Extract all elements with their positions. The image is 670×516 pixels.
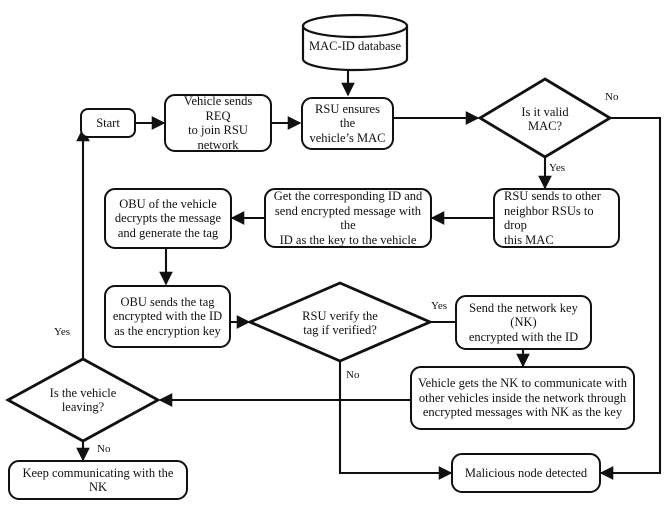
node-get-id[interactable]: Get the corresponding ID and send encryp… bbox=[264, 188, 432, 248]
edge-label-leaving-no: No bbox=[97, 443, 111, 455]
edge-valid-mac-no-to-malicious bbox=[599, 116, 662, 480]
node-keep-communicating-label: Keep communicating with the NK bbox=[22, 465, 174, 495]
node-vehicle-req[interactable]: Vehicle sends REQ to join RSU network bbox=[164, 94, 272, 152]
node-malicious-node[interactable]: Malicious node detected bbox=[451, 453, 601, 493]
node-start[interactable]: Start bbox=[80, 108, 136, 138]
node-vehicle-gets-nk[interactable]: Vehicle gets the NK to communicate with … bbox=[410, 366, 635, 430]
node-send-nk[interactable]: Send the network key (NK) encrypted with… bbox=[455, 295, 592, 350]
decision-vehicle-leaving-shape bbox=[5, 357, 161, 443]
node-vehicle-req-label: Vehicle sends REQ to join RSU network bbox=[183, 94, 253, 152]
node-obu-decrypt-label: OBU of the vehicle decrypts the message … bbox=[114, 196, 222, 240]
node-rsu-drop[interactable]: RSU sends to other neighbor RSUs to drop… bbox=[493, 188, 620, 248]
node-vehicle-gets-nk-label: Vehicle gets the NK to communicate with … bbox=[418, 376, 627, 420]
edge-rsu-verify-no-to-malicious bbox=[338, 361, 453, 480]
edge-label-verify-no: No bbox=[346, 369, 360, 381]
node-send-nk-label: Send the network key (NK) encrypted with… bbox=[468, 300, 579, 344]
node-keep-communicating[interactable]: Keep communicating with the NK bbox=[8, 460, 188, 500]
edge-label-valid-mac-no: No bbox=[605, 91, 619, 103]
node-rsu-ensures[interactable]: RSU ensures the vehicle’s MAC bbox=[301, 97, 394, 150]
edge-label-leaving-yes: Yes bbox=[54, 326, 71, 338]
node-obu-send-tag-label: OBU sends the tag encrypted with the ID … bbox=[112, 294, 223, 338]
decision-valid-mac-shape bbox=[477, 77, 613, 159]
edge-label-verify-yes: Yes bbox=[431, 300, 448, 312]
node-rsu-drop-label: RSU sends to other neighbor RSUs to drop… bbox=[504, 189, 601, 247]
database-label: MAC-ID database bbox=[309, 39, 401, 54]
node-get-id-label: Get the corresponding ID and send encryp… bbox=[273, 189, 423, 247]
database-cylinder-shape bbox=[301, 13, 409, 72]
node-obu-send-tag[interactable]: OBU sends the tag encrypted with the ID … bbox=[104, 285, 231, 348]
decision-rsu-verify-shape bbox=[246, 281, 434, 363]
edge-label-valid-mac-yes: Yes bbox=[549, 162, 566, 174]
node-obu-decrypt[interactable]: OBU of the vehicle decrypts the message … bbox=[104, 188, 232, 249]
node-start-label: Start bbox=[96, 115, 120, 130]
node-malicious-node-label: Malicious node detected bbox=[464, 465, 588, 480]
node-rsu-ensures-label: RSU ensures the vehicle’s MAC bbox=[309, 101, 386, 145]
